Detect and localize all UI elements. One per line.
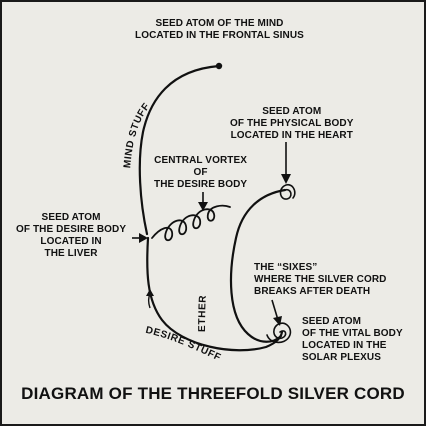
diagram-title: DIAGRAM OF THE THREEFOLD SILVER CORD — [21, 384, 405, 403]
arrow-to-central-vortex — [198, 192, 208, 211]
mind-seed-atom — [215, 62, 223, 70]
central-vortex-coil — [151, 204, 231, 242]
mind-atom-label: SEED ATOM OF THE MIND LOCATED IN THE FRO… — [135, 18, 304, 41]
arrow-to-physical-atom — [281, 142, 291, 184]
mind-stuff-label: MIND STUFF — [122, 101, 152, 169]
vital-seed-atom-spiral — [266, 322, 292, 344]
ether-label: ETHER — [197, 294, 209, 331]
sixes-label: THE “SIXES” WHERE THE SILVER CORD BREAKS… — [254, 262, 387, 297]
mind-cord — [138, 64, 221, 236]
desire-atom-label: SEED ATOM OF THE DESIRE BODY LOCATED IN … — [16, 212, 127, 259]
vital-atom-label: SEED ATOM OF THE VITAL BODY LOCATED IN T… — [302, 316, 403, 363]
arrow-to-vital-atom — [271, 299, 282, 326]
physical-seed-atom-spiral — [279, 184, 296, 200]
physical-atom-label: SEED ATOM OF THE PHYSICAL BODY LOCATED I… — [230, 106, 354, 141]
arrow-desire-stuff — [146, 289, 154, 309]
ether-cord — [229, 188, 287, 343]
desire-stuff-label: DESIRE STUFF — [144, 325, 222, 364]
arrow-to-desire-atom — [132, 233, 148, 243]
central-vortex-label: CENTRAL VORTEX OF THE DESIRE BODY — [154, 155, 248, 190]
